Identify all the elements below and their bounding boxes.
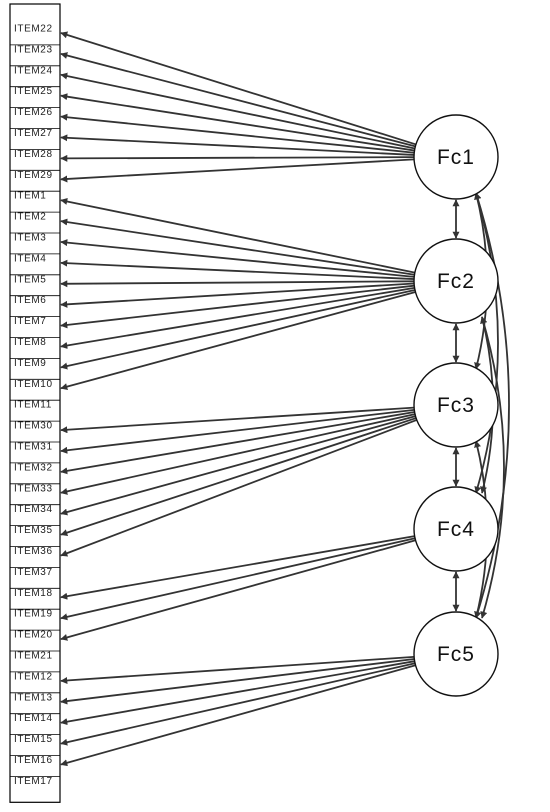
covariance-arrow-fc2-fc5 — [480, 316, 505, 619]
loading-arrow-fc3-item33 — [60, 413, 416, 495]
loading-arrow-fc3-item34 — [60, 415, 416, 516]
factor-label-fc2: Fc2 — [437, 270, 475, 293]
item-label-item35: ITEM35 — [14, 525, 53, 536]
covariance-arrow-fc1-fc5 — [474, 192, 510, 619]
loading-arrow-fc3-item35 — [60, 417, 417, 536]
item-label-item27: ITEM27 — [14, 128, 53, 139]
item-label-item30: ITEM30 — [14, 421, 53, 432]
loading-arrow-fc2-item2 — [60, 218, 415, 276]
item-label-item37: ITEM37 — [14, 567, 53, 578]
loading-arrow-fc2-item9 — [60, 289, 416, 370]
item-label-item12: ITEM12 — [14, 671, 53, 682]
loading-arrow-fc1-item22 — [60, 31, 417, 146]
loading-arrow-fc2-item7 — [60, 284, 415, 329]
item-label-item1: ITEM1 — [14, 191, 46, 202]
item-label-item15: ITEM15 — [14, 734, 53, 745]
item-label-item5: ITEM5 — [14, 274, 46, 285]
item-label-item6: ITEM6 — [14, 295, 46, 306]
factor-label-fc5: Fc5 — [437, 643, 475, 666]
loading-arrow-fc1-item29 — [60, 158, 415, 183]
loading-arrow-fc2-item5 — [60, 280, 415, 288]
item-label-item25: ITEM25 — [14, 86, 53, 97]
item-label-item34: ITEM34 — [14, 504, 53, 515]
loading-arrow-fc1-item27 — [60, 134, 415, 156]
item-label-item18: ITEM18 — [14, 588, 53, 599]
factor-node-fc4 — [413, 486, 499, 572]
item-label-item26: ITEM26 — [14, 107, 53, 118]
factor-node-fc5 — [413, 611, 499, 697]
factor-node-fc1 — [413, 114, 499, 200]
item-label-item7: ITEM7 — [14, 316, 46, 327]
factor-label-fc4: Fc4 — [437, 518, 475, 541]
item-label-item8: ITEM8 — [14, 337, 46, 348]
loading-arrow-fc1-item26 — [60, 113, 415, 154]
loading-arrow-fc5-item12 — [60, 655, 415, 684]
item-label-item20: ITEM20 — [14, 630, 53, 641]
loading-arrow-fc3-item36 — [60, 419, 418, 557]
loading-arrow-fc3-item32 — [60, 411, 415, 475]
item-label-item4: ITEM4 — [14, 253, 46, 264]
loading-arrow-fc2-item3 — [60, 239, 415, 278]
edges-layer — [60, 31, 510, 767]
item-label-item23: ITEM23 — [14, 44, 53, 55]
item-label-item13: ITEM13 — [14, 692, 53, 703]
item-label-item22: ITEM22 — [14, 24, 53, 35]
factor-node-fc3 — [413, 362, 499, 448]
item-label-item29: ITEM29 — [14, 170, 53, 181]
items-box — [9, 3, 61, 803]
loading-arrow-fc3-item30 — [60, 406, 415, 434]
factor-node-fc2 — [413, 238, 499, 324]
items-column: ITEM22ITEM23ITEM24ITEM25ITEM26ITEM27ITEM… — [9, 3, 61, 803]
loading-arrow-fc1-item25 — [60, 93, 415, 152]
loading-arrow-fc2-item6 — [60, 282, 415, 308]
item-label-item32: ITEM32 — [14, 462, 53, 473]
item-label-item10: ITEM10 — [14, 379, 53, 390]
loading-arrow-fc4-item19 — [60, 537, 416, 621]
factor-label-fc1: Fc1 — [437, 146, 475, 169]
loading-arrow-fc4-item18 — [60, 535, 415, 600]
loading-arrow-fc2-item1 — [60, 198, 416, 274]
loading-arrow-fc5-item13 — [60, 658, 415, 705]
loading-arrow-fc1-item23 — [60, 52, 416, 148]
loading-arrow-fc4-item20 — [60, 539, 416, 641]
loading-arrow-fc1-item28 — [60, 154, 415, 162]
loading-arrow-fc2-item8 — [60, 286, 415, 349]
loading-arrow-fc1-item24 — [60, 72, 416, 150]
factor-label-fc3: Fc3 — [437, 394, 475, 417]
loading-arrow-fc5-item14 — [60, 660, 415, 726]
item-label-item17: ITEM17 — [14, 776, 53, 787]
item-label-item11: ITEM11 — [14, 400, 52, 411]
loading-arrow-fc3-item31 — [60, 408, 415, 454]
item-label-item2: ITEM2 — [14, 212, 46, 223]
item-label-item24: ITEM24 — [14, 65, 53, 76]
loading-arrow-fc2-item10 — [60, 291, 416, 391]
item-label-item21: ITEM21 — [14, 651, 53, 662]
item-label-item19: ITEM19 — [14, 609, 53, 620]
item-label-item33: ITEM33 — [14, 483, 53, 494]
loading-arrow-fc2-item4 — [60, 259, 415, 280]
item-label-item14: ITEM14 — [14, 713, 53, 724]
item-label-item36: ITEM36 — [14, 546, 53, 557]
loading-arrow-fc5-item16 — [60, 664, 416, 767]
item-label-item31: ITEM31 — [14, 442, 53, 453]
item-label-item3: ITEM3 — [14, 233, 46, 244]
item-label-item9: ITEM9 — [14, 358, 46, 369]
loading-arrow-fc5-item15 — [60, 662, 416, 746]
item-label-item28: ITEM28 — [14, 149, 53, 160]
item-label-item16: ITEM16 — [14, 755, 53, 766]
